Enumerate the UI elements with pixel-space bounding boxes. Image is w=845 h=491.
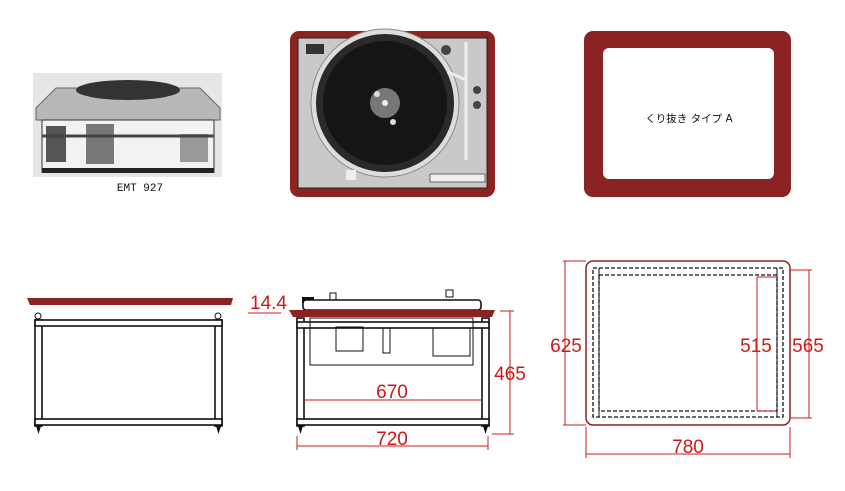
stand-with-turntable — [289, 289, 495, 434]
cutout-label: くり抜き タイプ A — [645, 112, 733, 125]
stand-side-view-exploded — [27, 298, 233, 434]
turntable-top-view — [290, 28, 495, 197]
dim-height: 465 — [494, 364, 526, 385]
cutout-type-a — [584, 31, 791, 197]
stand-plan-view — [585, 260, 791, 426]
photo-caption: EMT 927 — [117, 183, 163, 195]
dim-inner-width: 670 — [376, 382, 408, 403]
dim-depth-inner: 515 — [740, 336, 772, 357]
dim-board-thickness: 14.4 — [250, 293, 287, 314]
dim-depth-frame: 565 — [792, 336, 824, 357]
emt-927-photo — [33, 73, 222, 177]
dim-outer-width: 720 — [376, 429, 408, 450]
dim-width-total: 780 — [672, 437, 704, 458]
dim-depth-total: 625 — [550, 336, 582, 357]
